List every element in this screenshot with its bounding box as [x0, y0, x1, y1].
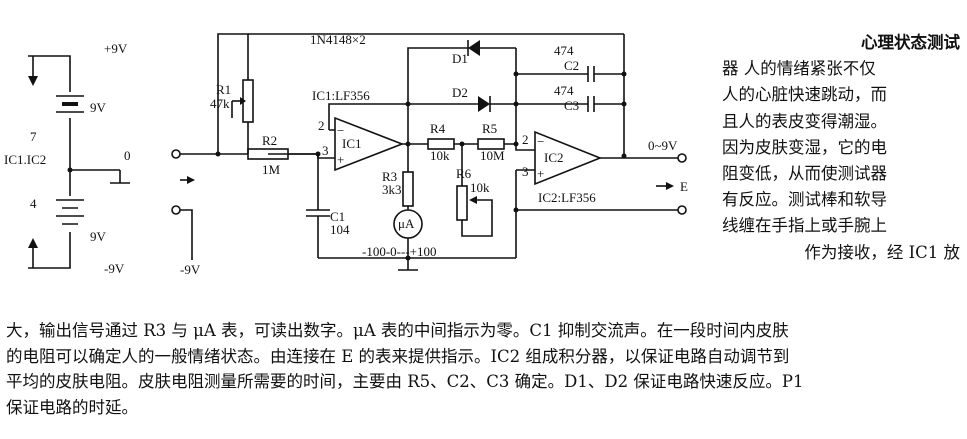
r2-label: R2	[262, 133, 277, 148]
c2-capacitor	[587, 66, 595, 82]
power-supply: +9V -9V 9V 9V 7 4 IC1.IC2 0	[4, 41, 131, 276]
r3-label: R3	[382, 169, 397, 184]
ic2-plus: +	[537, 166, 544, 181]
microammeter-label: μA	[398, 216, 415, 231]
side-line: 且人的表皮变得潮湿。	[722, 111, 887, 131]
c1-value: 104	[330, 222, 350, 237]
ic2-label: IC2	[544, 150, 564, 165]
input-probes: -9V	[171, 149, 201, 277]
side-line: 线缠在手指上或手腕上	[722, 216, 887, 236]
r3-value: 3k3	[382, 182, 402, 197]
feedback-network: R4 10k R5 10M R6 10k 1N4148×2 D1 D2	[310, 32, 535, 237]
ic1-label: IC1	[342, 136, 362, 151]
r5-value: 10M	[480, 148, 505, 163]
ic1-plus: +	[337, 152, 344, 167]
minus9v-label: -9V	[104, 261, 125, 276]
ic2-pin3-label: 3	[522, 164, 529, 179]
ic2-opamp	[534, 130, 603, 186]
side-text: 心理状态测试 器 人的情绪紧张不仅 人的心脏快速跳动，而 且人的表皮变得潮湿。 …	[722, 30, 960, 266]
r3-resistor	[402, 171, 414, 207]
battery-bottom-label: 9V	[90, 229, 107, 244]
ic1-type-label: IC1:LF356	[312, 88, 370, 103]
ic2-type-label: IC2:LF356	[538, 190, 596, 205]
r1-value: 47k	[210, 96, 230, 111]
input-terminal	[171, 149, 181, 159]
r2-value: 1M	[262, 162, 281, 177]
r5-label: R5	[482, 121, 497, 136]
e-label: E	[680, 179, 688, 194]
r6-potentiometer	[456, 185, 468, 221]
diode-type-label: 1N4148×2	[310, 32, 366, 47]
battery-top-label: 9V	[90, 100, 107, 115]
ground-zero-label: 0	[124, 148, 131, 163]
c1-label: C1	[330, 209, 345, 224]
probe-minus9v-label: -9V	[180, 262, 201, 277]
e-terminal	[677, 205, 687, 215]
ic2-minus: −	[537, 134, 544, 149]
body-line: 大，输出信号通过 R3 与 μA 表，可读出数字。μA 表的中间指示为零。C1 …	[6, 321, 789, 340]
d2-diode	[478, 96, 490, 112]
side-line: 阻变低，从而使测试器	[722, 164, 887, 184]
probe-terminal	[171, 205, 181, 215]
ic2-pin2-label: 2	[522, 132, 529, 147]
meter-scale-label: -100-0---+100	[362, 244, 436, 259]
ic1-stage: IC1:LF356 IC1 − + 2 3 R1 47k R2 1M C1 10…	[180, 33, 516, 271]
body-line: 的电阻可以确定人的一般情绪状态。由连接在 E 的表来提供指示。IC2 组成积分器…	[6, 346, 790, 366]
r6-label: R6	[456, 166, 472, 181]
r4-label: R4	[430, 121, 446, 136]
d2-label: D2	[452, 85, 468, 100]
c2-label: C2	[564, 58, 579, 73]
c3-label: C3	[564, 98, 579, 113]
r1-label: R1	[216, 82, 231, 97]
r4-value: 10k	[430, 148, 450, 163]
r6-value: 10k	[470, 180, 490, 195]
body-line: 保证电路的时延。	[6, 397, 138, 417]
circuit-schematic: +9V -9V 9V 9V 7 4 IC1.IC2 0 -9V	[4, 32, 688, 277]
side-line: 器 人的情绪紧张不仅	[722, 59, 876, 79]
article-title: 心理状态测试	[861, 33, 960, 52]
d1-diode	[468, 40, 480, 56]
d1-label: D1	[452, 51, 468, 66]
pin7-label: 7	[30, 129, 37, 144]
body-line: 平均的皮肤电阻。皮肤电阻测量所需要的时间，主要由 R5、C2、C3 确定。D1、…	[6, 372, 804, 391]
integrator-capacitors: 474 C2 474 C3	[516, 34, 627, 156]
body-text: 大，输出信号通过 R3 与 μA 表，可读出数字。μA 表的中间指示为零。C1 …	[6, 318, 961, 420]
side-line: 因为皮肤变湿，它的电	[722, 137, 887, 157]
c3-value: 474	[554, 83, 574, 98]
output-range-label: 0~9V	[648, 138, 678, 153]
output-terminal	[677, 153, 687, 163]
ic1-pin3-label: 3	[322, 143, 329, 158]
c2-value: 474	[554, 43, 574, 58]
side-line: 有反应。测试棒和软导	[722, 190, 887, 210]
ic1-opamp	[334, 116, 405, 172]
plus9v-label: +9V	[104, 41, 128, 56]
side-line: 作为接收，经 IC1 放	[804, 242, 960, 262]
ic1-pin2-label: 2	[318, 118, 325, 133]
supply-ic-label: IC1.IC2	[4, 152, 46, 167]
ic1-minus: −	[337, 123, 344, 138]
pin4-label: 4	[30, 196, 37, 211]
c3-capacitor	[587, 96, 595, 112]
ic2-stage: IC2 − + 2 3 IC2:LF356 0~9V E	[248, 33, 688, 258]
side-line: 人的心脏快速跳动，而	[722, 85, 887, 105]
